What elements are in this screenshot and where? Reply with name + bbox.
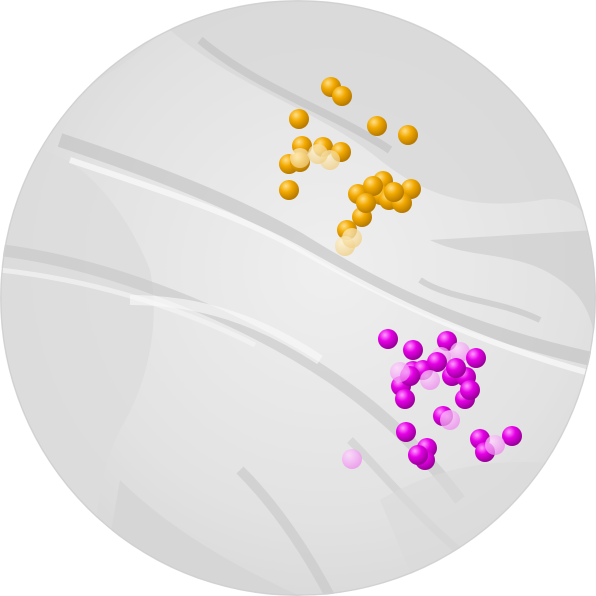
orange-marker — [342, 228, 362, 248]
magenta-marker — [440, 410, 460, 430]
orange-marker — [290, 148, 310, 168]
magenta-marker — [378, 329, 398, 349]
magenta-marker — [446, 358, 466, 378]
orange-marker — [332, 86, 352, 106]
orange-marker — [398, 125, 418, 145]
magenta-marker — [395, 389, 415, 409]
magenta-marker — [342, 449, 362, 469]
magenta-marker — [485, 435, 505, 455]
orange-cluster — [279, 77, 421, 256]
orange-marker — [363, 176, 383, 196]
magenta-marker — [420, 370, 440, 390]
magenta-marker — [427, 352, 447, 372]
magenta-marker — [408, 445, 428, 465]
magenta-marker — [450, 342, 470, 362]
orange-marker — [308, 144, 328, 164]
magenta-cluster — [342, 329, 522, 470]
orange-marker — [384, 182, 404, 202]
magenta-marker — [502, 426, 522, 446]
magenta-marker — [390, 362, 410, 382]
orange-marker — [367, 116, 387, 136]
orange-marker — [279, 180, 299, 200]
magenta-marker — [466, 348, 486, 368]
magenta-marker — [403, 340, 423, 360]
magenta-marker — [396, 422, 416, 442]
orange-marker — [356, 193, 376, 213]
orange-marker — [289, 109, 309, 129]
magenta-marker — [460, 380, 480, 400]
